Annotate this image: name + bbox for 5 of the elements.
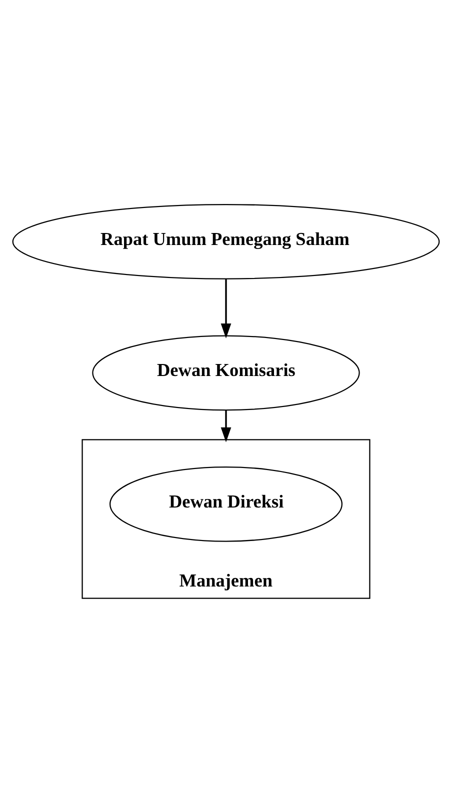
node-ellipse: Rapat Umum Pemegang Saham: [12, 204, 440, 280]
arrow: [220, 279, 232, 338]
arrow: [220, 410, 232, 442]
node-ellipse: Dewan Komisaris: [92, 335, 360, 411]
node-ellipse: Dewan Direksi: [109, 466, 343, 542]
